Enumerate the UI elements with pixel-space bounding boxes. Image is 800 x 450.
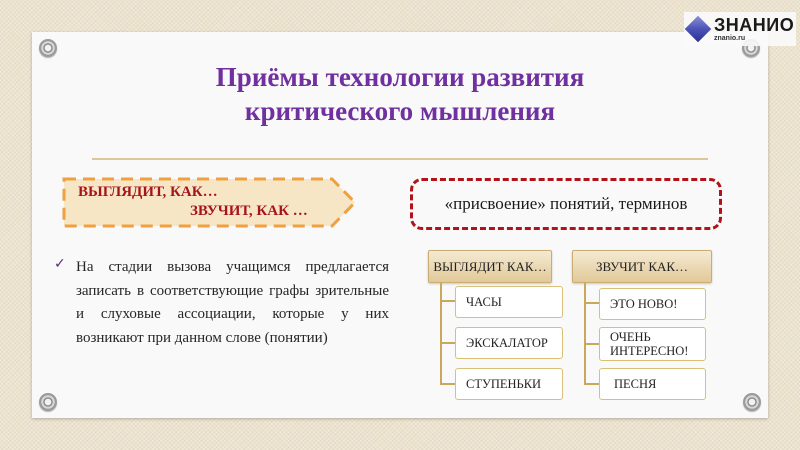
bullet-text: На стадии вызова учащимся предлагается з… (76, 259, 389, 346)
arrow-label-line-2: ЗВУЧИТ, КАК … (190, 203, 308, 219)
bullet-item: ✓ На стадии вызова учащимся предлагается… (54, 256, 389, 350)
grommet-top-left-icon (39, 39, 57, 57)
hierarchy-connector (440, 342, 455, 344)
hierarchy-item: ЭКСКАЛАТОР (455, 327, 563, 359)
checkmark-icon: ✓ (54, 256, 66, 272)
brand-logo[interactable]: ЗНАНИО znanio.ru (684, 12, 796, 46)
brand-name: ЗНАНИО (714, 15, 795, 35)
hierarchy-connector (440, 283, 442, 384)
hierarchy-item-text: ОЧЕНЬ ИНТЕРЕСНО! (610, 330, 689, 358)
hierarchy-heading-sounds-like: ЗВУЧИТ КАК… (572, 250, 712, 283)
diamond-logo-icon (684, 15, 712, 43)
arrow-label-line-1: ВЫГЛЯДИТ, КАК… (78, 184, 218, 200)
hierarchy-heading-text: ВЫГЛЯДИТ КАК… (433, 258, 547, 274)
brand-domain: znanio.ru (714, 35, 746, 42)
title-line-1: Приёмы технологии развития (215, 62, 585, 92)
slide-title: Приёмы технологии развития критического … (32, 60, 768, 128)
term-box-text: «присвоение» понятий, терминов (444, 194, 688, 213)
hierarchy-heading-looks-like: ВЫГЛЯДИТ КАК… (428, 250, 552, 283)
hierarchy-connector (584, 302, 599, 304)
hierarchy-item: ПЕСНЯ (599, 368, 706, 400)
hierarchy-item-text: ЭТО НОВО! (610, 297, 678, 311)
hierarchy-item: ЧАСЫ (455, 286, 563, 318)
hierarchy-item-text: СТУПЕНЬКИ (466, 377, 542, 391)
hierarchy-connector (440, 300, 455, 302)
hierarchy-item: ЭТО НОВО! (599, 288, 706, 320)
grommet-bottom-right-icon (743, 393, 761, 411)
title-line-2: критического мышления (244, 96, 556, 126)
hierarchy-heading-text: ЗВУЧИТ КАК… (595, 258, 689, 274)
hierarchy-connector (440, 383, 455, 385)
hierarchy-item: ОЧЕНЬ ИНТЕРЕСНО! (599, 327, 706, 361)
hierarchy-item-text: ЧАСЫ (466, 295, 502, 309)
hierarchy-item-text: ЭКСКАЛАТОР (466, 336, 548, 350)
hierarchy-connector (584, 343, 599, 345)
term-box: «присвоение» понятий, терминов (410, 178, 722, 230)
grommet-bottom-left-icon (39, 393, 57, 411)
hierarchy-item-text: ПЕСНЯ (614, 377, 657, 391)
title-divider (92, 158, 708, 160)
arrow-pentagon-icon (62, 177, 358, 228)
arrow-label-shape: ВЫГЛЯДИТ, КАК… ЗВУЧИТ, КАК … (62, 177, 358, 228)
hierarchy-item: СТУПЕНЬКИ (455, 368, 563, 400)
hierarchy-connector (584, 383, 599, 385)
hierarchy-connector (584, 283, 586, 384)
